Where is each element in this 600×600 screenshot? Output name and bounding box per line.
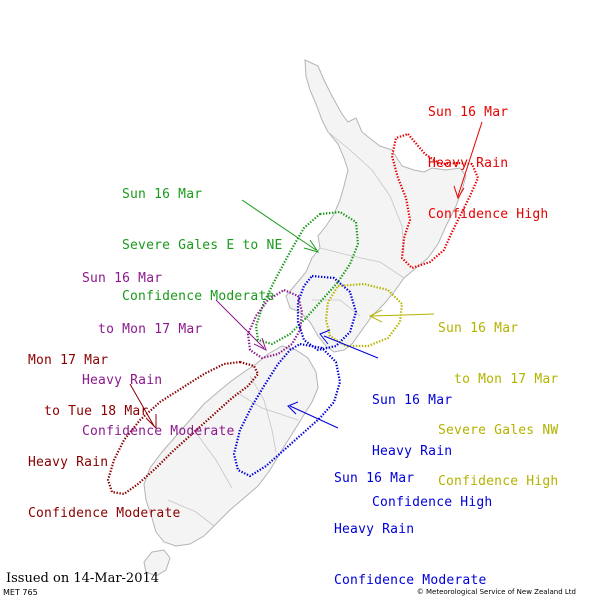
label-line: Confidence Moderate — [122, 289, 275, 304]
product-code: MET 765 — [3, 588, 38, 597]
arrowhead-red — [453, 185, 465, 200]
label-line: Confidence High — [372, 495, 493, 510]
warning-area-green[interactable] — [254, 210, 360, 346]
stewart-island — [143, 549, 171, 577]
label-purple-warning: Sun 16 Mar to Mon 17 Mar Heavy Rain Conf… — [82, 236, 235, 474]
label-line: Confidence Moderate — [28, 506, 181, 521]
arrowhead-green — [303, 239, 320, 253]
warning-area-maroon[interactable] — [106, 360, 260, 496]
arrow-green — [241, 199, 317, 251]
label-line: Severe Gales NW — [438, 423, 559, 438]
label-line: to Tue 18 Mar — [28, 404, 149, 419]
warning-area-blue-high[interactable] — [296, 274, 358, 352]
copyright-notice: © Meteorological Service of New Zealand … — [416, 588, 576, 596]
label-olive-warning: Sun 16 Mar to Mon 17 Mar Severe Gales NW… — [438, 286, 558, 524]
label-blue-mod-warning: Sun 16 Mar Heavy Rain Confidence Moderat… — [334, 436, 487, 600]
arrow-blue-mod — [289, 405, 339, 429]
warning-area-purple[interactable] — [246, 288, 304, 360]
label-line: Sun 16 Mar — [82, 271, 163, 286]
arrow-maroon — [129, 383, 155, 427]
label-line: Confidence High — [428, 207, 549, 222]
label-green-warning: Sun 16 Mar Severe Gales E to NE Confiden… — [122, 152, 283, 339]
arrowhead-blue-mod — [287, 401, 299, 415]
label-line: Confidence High — [438, 474, 559, 489]
label-blue-high-warning: Sun 16 Mar Heavy Rain Confidence High — [372, 358, 492, 545]
arrow-red — [457, 121, 483, 197]
warning-area-red[interactable] — [390, 132, 480, 270]
label-line: Severe Gales E to NE — [122, 238, 283, 253]
warning-areas — [106, 132, 480, 496]
arrowhead-maroon — [145, 414, 157, 430]
label-line: Sun 16 Mar — [438, 321, 519, 336]
warning-area-blue-mod[interactable] — [232, 342, 342, 478]
region-boundaries — [167, 131, 405, 527]
arrowhead-olive — [368, 309, 383, 323]
label-line: Sun 16 Mar — [334, 471, 415, 486]
label-red-warning: Sun 16 Mar Heavy Rain Confidence High — [428, 70, 548, 257]
label-line: to Mon 17 Mar — [438, 372, 559, 387]
label-line: Sun 16 Mar — [122, 187, 203, 202]
arrow-purple — [215, 299, 265, 349]
leader-arrows — [129, 121, 483, 430]
south-island — [143, 345, 319, 547]
label-line: Heavy Rain — [28, 455, 109, 470]
label-line: Sun 16 Mar — [372, 393, 453, 408]
label-line: Heavy Rain — [334, 522, 415, 537]
label-line: Confidence Moderate — [334, 573, 487, 588]
label-maroon-warning: Mon 17 Mar to Tue 18 Mar Heavy Rain Conf… — [28, 318, 181, 556]
arrow-blue-high — [323, 335, 379, 359]
arrowhead-blue-high — [319, 329, 331, 345]
label-line: Sun 16 Mar — [428, 105, 509, 120]
arrow-olive — [371, 313, 435, 317]
label-line: Heavy Rain — [428, 156, 509, 171]
north-island — [285, 59, 467, 353]
label-line: Confidence Moderate — [82, 424, 235, 439]
label-line: Mon 17 Mar — [28, 353, 109, 368]
label-line: Heavy Rain — [82, 373, 163, 388]
issued-date: Issued on 14-Mar-2014 — [6, 571, 160, 586]
label-line: to Mon 17 Mar — [82, 322, 203, 337]
arrowhead-purple — [253, 337, 267, 351]
label-line: Heavy Rain — [372, 444, 453, 459]
